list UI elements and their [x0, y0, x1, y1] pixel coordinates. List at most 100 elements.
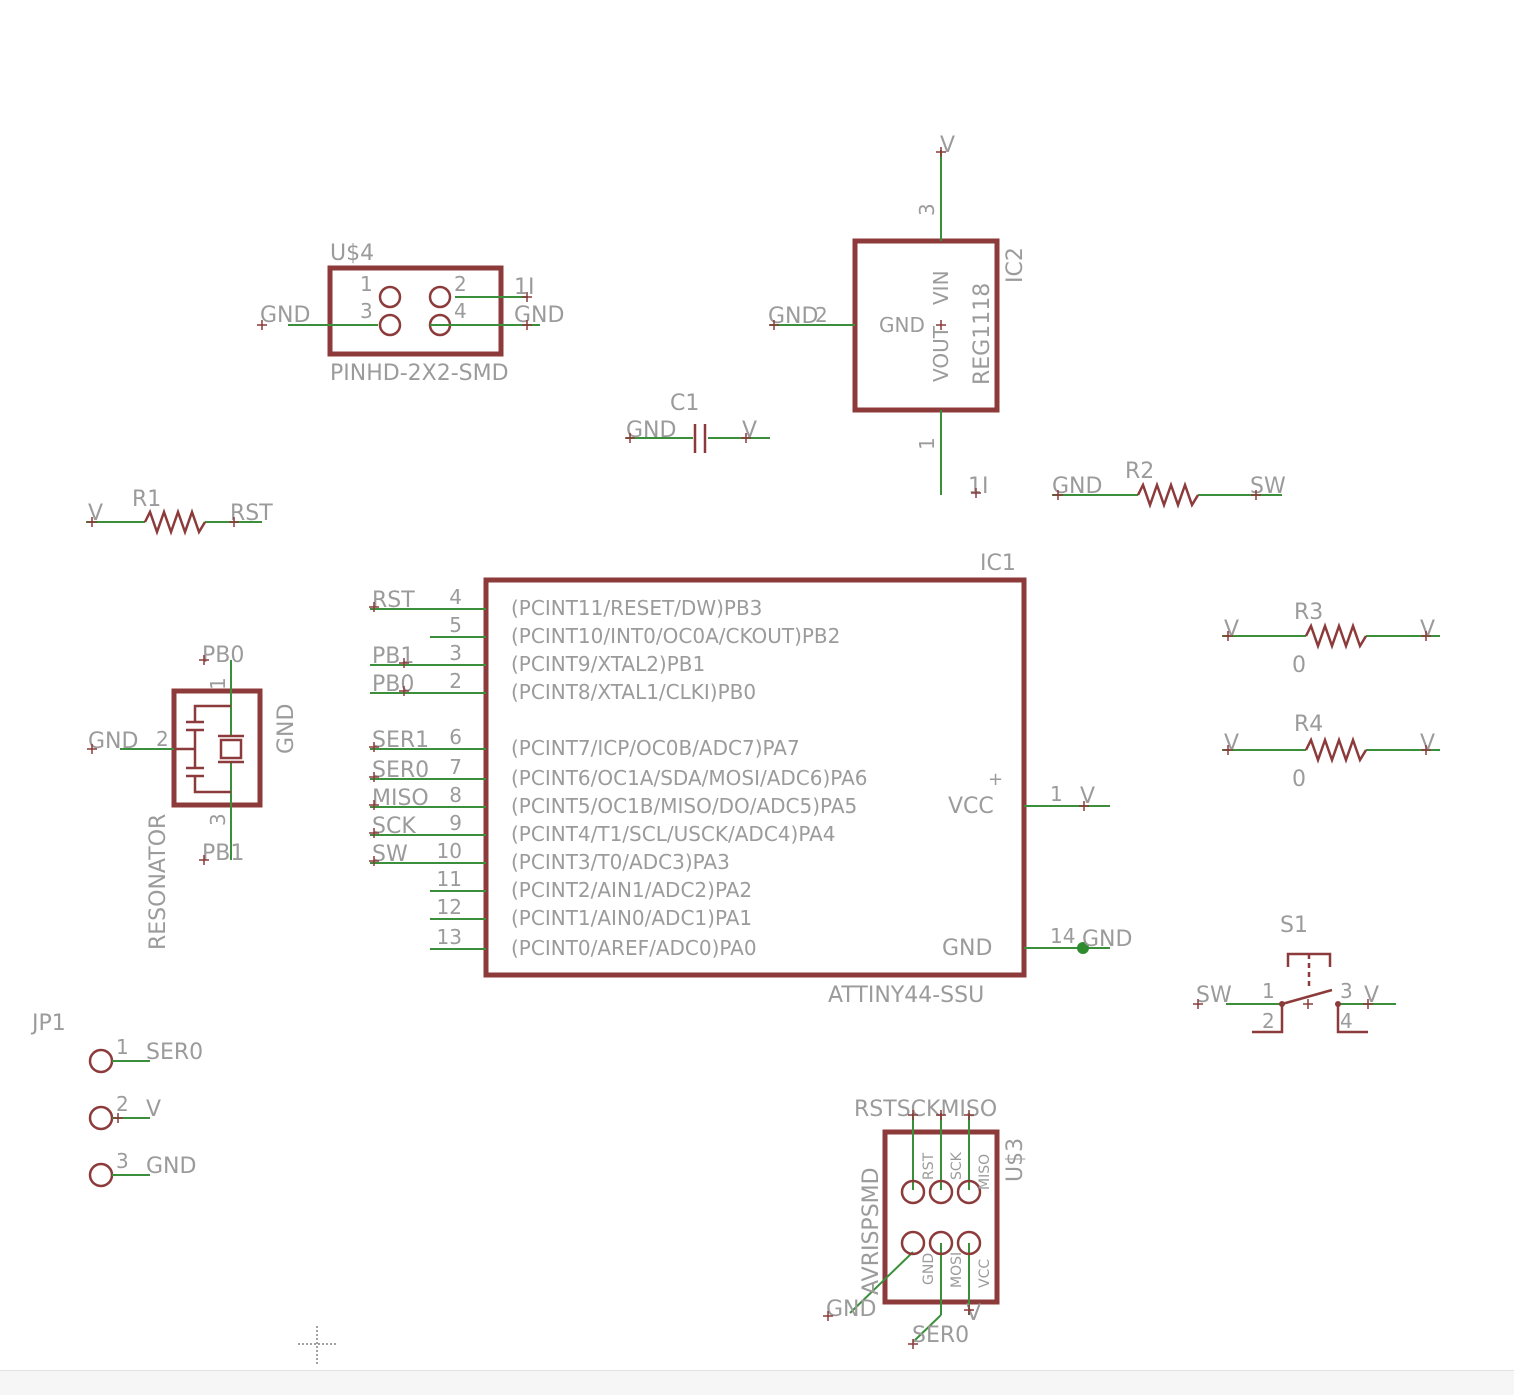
u3-pin-mosi: MOSI [949, 1252, 965, 1288]
u4-body [327, 265, 504, 357]
s1-contact-left [1279, 1001, 1285, 1007]
component-r4[interactable]: R4 0 V V [1222, 712, 1440, 792]
resonator-name: RESONATOR [146, 814, 171, 950]
net-end-cross [1363, 999, 1373, 1009]
u4-name: U$4 [330, 241, 374, 266]
u3-pin-sck: SCK [949, 1151, 965, 1180]
ic1-pin-label-12: (PCINT1/AIN0/ADC1)PA1 [511, 906, 752, 930]
r3-value: 0 [1292, 653, 1306, 678]
net-end-cross [399, 686, 409, 696]
ic1-pin-name-vcc: VCC [948, 794, 994, 819]
net-end-cross [1421, 745, 1431, 755]
resonator-pin-2: 2 [156, 727, 169, 751]
jp1-net-2: V [146, 1097, 161, 1122]
resonator-net-left: GND [88, 729, 138, 754]
net-end-cross [522, 292, 532, 302]
resonator-net-bottom: PB1 [202, 841, 244, 866]
r4-zigzag [1304, 736, 1368, 764]
net-end-cross [1223, 745, 1233, 755]
ic2-name: IC2 [1003, 247, 1028, 283]
net-end-cross [936, 1110, 946, 1120]
ic1-pin-number-2: 2 [449, 669, 462, 693]
r3-net-right: V [1420, 617, 1435, 642]
u3-pad-mosi [928, 1230, 954, 1256]
net-end-cross [87, 517, 97, 527]
crosshair-cursor-icon [298, 1326, 336, 1364]
ic1-net-pin-2: PB0 [372, 672, 414, 697]
u3-pin-gnd: GND [921, 1253, 937, 1285]
r3-name: R3 [1294, 600, 1323, 625]
jp1-pin-1: 1 [116, 1035, 129, 1059]
ic1-pin-1: 1 [1050, 782, 1063, 806]
u3-wire-gnd [849, 1251, 914, 1314]
ic1-pin-name-gnd: GND [942, 936, 992, 961]
ic2-pin-name-vout: VOUT [929, 325, 953, 382]
ic1-left-pins: 4(PCINT11/RESET/DW)PB3RST5(PCINT10/INT0/… [370, 585, 867, 960]
net-end-cross [1079, 801, 1089, 811]
resonator-pin-1: 1 [206, 677, 230, 690]
u4-net-right-top: 1I [514, 275, 535, 300]
resonator-pin-label-gnd: GND [274, 704, 299, 754]
ic1-net-pin-3: PB1 [372, 644, 414, 669]
jp1-pin-3: 3 [116, 1149, 129, 1173]
s1-pin4-lead [1336, 1004, 1368, 1034]
component-jp1[interactable]: JP1 1 2 3 SER0 V GND [30, 1011, 203, 1188]
r4-net-right: V [1420, 731, 1435, 756]
r3-net-left: V [1224, 617, 1239, 642]
u4-net-right-bottom: GND [514, 303, 564, 328]
ic1-pin-number-12: 12 [437, 895, 462, 919]
u3-pad-sck [928, 1179, 954, 1205]
s1-contact-right [1335, 1001, 1341, 1007]
net-end-cross [1303, 999, 1313, 1009]
net-end-cross [823, 1311, 833, 1321]
u3-pin-rst: RST [921, 1152, 937, 1180]
ic1-pin-14: 14 [1050, 924, 1075, 948]
ic1-body [483, 577, 1027, 978]
u4-pin-3: 3 [360, 299, 373, 323]
ic1-net-pin-7: SER0 [372, 758, 429, 783]
jp1-pad-3 [88, 1162, 114, 1188]
status-bar [0, 1370, 1514, 1395]
net-end-cross [369, 742, 379, 752]
u4-pad-3 [378, 313, 402, 337]
component-resonator[interactable]: PB0 GND PB1 1 2 3 GND RESONATOR [88, 643, 299, 950]
ic1-net-pin-10: SW [372, 842, 408, 867]
jp1-pad-2 [88, 1105, 114, 1131]
net-end-cross [741, 433, 751, 443]
net-end-cross [936, 147, 946, 157]
resonator-crystal [219, 738, 243, 760]
component-ic1[interactable]: IC1 ATTINY44-SSU 4(PCINT11/RESET/DW)PB3R… [370, 551, 1132, 1008]
component-u3[interactable]: RST SCK MISO GND MOSI VCC RSTSCKMISO GND… [826, 1097, 1028, 1348]
net-end-cross [908, 1339, 918, 1349]
ic1-pin-label-9: (PCINT4/T1/SCL/USCK/ADC4)PA4 [511, 822, 836, 846]
u4-value: PINHD-2X2-SMD [330, 361, 509, 386]
ic2-pin-name-vin: VIN [929, 270, 953, 305]
ic2-pin-3: 3 [915, 203, 939, 216]
s1-pin-1: 1 [1262, 979, 1275, 1003]
ic1-pin-number-9: 9 [449, 811, 462, 835]
s1-pin-3: 3 [1340, 979, 1353, 1003]
component-ic2[interactable]: V GND 1I 3 2 1 GND VIN VOUT REG1118 IC2 [768, 133, 1028, 499]
component-r2[interactable]: R2 GND SW [1052, 459, 1286, 509]
component-r1[interactable]: R1 V RST [86, 487, 273, 536]
net-end-cross [369, 828, 379, 838]
net-end-cross [1251, 490, 1261, 500]
s1-pin-4: 4 [1340, 1009, 1353, 1033]
component-r3[interactable]: R3 0 V V [1222, 600, 1440, 678]
net-end-cross [257, 320, 267, 330]
component-c1[interactable]: C1 GND V [626, 391, 770, 453]
ic1-net-pin-8: MISO [372, 786, 429, 811]
ic1-pin-label-4: (PCINT11/RESET/DW)PB3 [511, 596, 762, 620]
ic2-net-bottom: 1I [968, 474, 989, 499]
ic1-value: ATTINY44-SSU [828, 983, 984, 1008]
r2-name: R2 [1125, 459, 1154, 484]
r4-value: 0 [1292, 767, 1306, 792]
ic1-pin-number-7: 7 [449, 755, 462, 779]
resonator-net-top: PB0 [202, 643, 244, 668]
net-end-cross [399, 658, 409, 668]
ic1-pin-label-8: (PCINT5/OC1B/MISO/DO/ADC5)PA5 [511, 794, 857, 818]
component-u4[interactable]: U$4 PINHD-2X2-SMD 1 2 3 4 GND 1I GND [260, 241, 564, 386]
component-s1[interactable]: S1 1 2 3 4 SW V [1196, 913, 1396, 1034]
